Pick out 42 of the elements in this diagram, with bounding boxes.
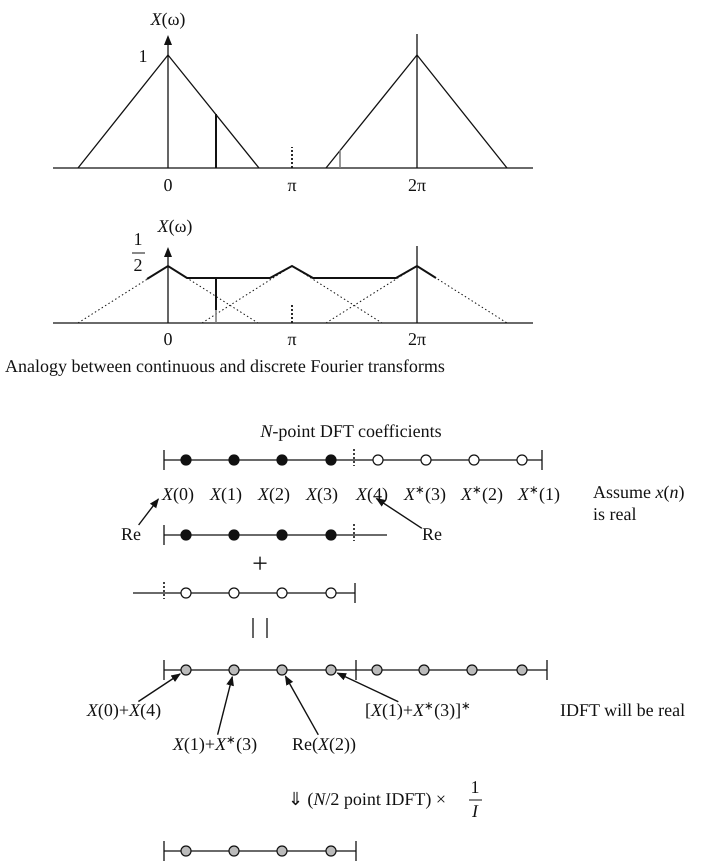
leader-line <box>216 676 234 735</box>
coefficient-label: X(1) <box>210 485 242 505</box>
coefficient-label: X$^{∗}$(3) <box>404 485 446 505</box>
coefficient-dot <box>276 664 288 676</box>
sum-label: X(0)+X(4) <box>86 701 162 721</box>
coefficient-label: X$^{∗}$(2) <box>461 485 503 505</box>
tick-label: 0 <box>164 176 172 196</box>
sum-label: [X(1)+X$^{∗}$(3)]$^{∗}$ <box>364 701 472 721</box>
axis-label: X(ω) <box>150 10 186 30</box>
part-label: Re <box>121 525 141 545</box>
tick-label: 2π <box>408 330 426 350</box>
fraction-numerator: 1 <box>134 230 142 250</box>
coefficient-label: X(3) <box>306 485 338 505</box>
axis-label: X(ω) <box>158 217 192 237</box>
sum-label: X(1)+X$^{∗}$(3) <box>172 735 258 755</box>
leader-line <box>336 672 399 702</box>
operation-label: ⇓ (N/2 point IDFT) × <box>288 790 446 810</box>
note: IDFT will be real <box>560 700 686 722</box>
note: Assume x(n) is real <box>593 482 686 526</box>
fraction-denominator: I <box>472 802 478 822</box>
leader-line <box>376 498 422 529</box>
coefficient-label: X(2) <box>258 485 290 505</box>
coefficient-dot <box>180 664 192 676</box>
coefficient-dot <box>228 664 240 676</box>
heading: N-point DFT coefficients <box>260 422 442 442</box>
tick-label: 0 <box>164 330 172 350</box>
leader-line <box>138 498 159 526</box>
coefficient-label: X$^{∗}$(1) <box>518 485 560 505</box>
leader-line <box>138 673 181 702</box>
tick-label: 1 <box>138 47 148 67</box>
coefficient-dot <box>325 664 337 676</box>
tick-label: π <box>287 330 297 350</box>
tick-label: π <box>287 176 297 196</box>
fraction-numerator: 1 <box>470 778 480 798</box>
coefficient-label: X(0) <box>162 485 194 505</box>
leader-line <box>284 675 319 736</box>
plus-sign: + <box>252 550 268 580</box>
tick-label: 2π <box>408 176 426 196</box>
part-label: Re <box>422 525 442 545</box>
fraction-denominator: 2 <box>134 256 142 276</box>
part-label: Re(X(2)) <box>292 735 356 755</box>
caption: Analogy between continuous and discrete Fourier transforms <box>5 356 445 378</box>
